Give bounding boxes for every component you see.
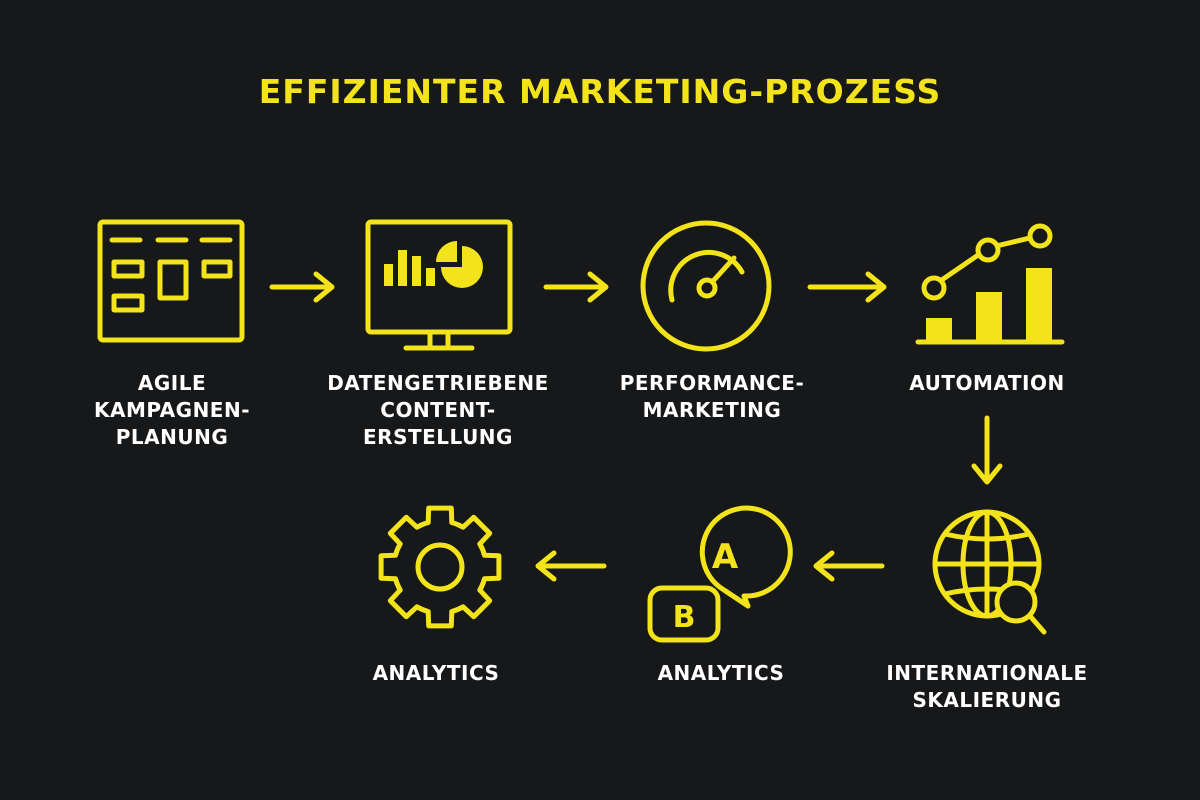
arrow-right-icon [543, 271, 609, 303]
speedometer-icon [640, 220, 772, 352]
arrow-left-icon [813, 550, 885, 582]
diagram-title: EFFIZIENTER MARKETING-PROZESS [258, 72, 942, 111]
arrow-right-icon [807, 271, 887, 303]
step-label-analytics-ab: ANALYTICS [657, 661, 785, 685]
arrow-down-icon [971, 415, 1003, 485]
arrow-right-icon [269, 271, 335, 303]
step-label-performance-marketing: PERFORMANCE- MARKETING [619, 371, 805, 422]
step-label-content-creation: DATENGETRIEBENE CONTENT- ERSTELLUNG [327, 371, 549, 449]
bubble-a-letter: A [712, 537, 739, 577]
globe-search-icon [932, 509, 1047, 635]
gear-icon [378, 505, 502, 629]
arrow-left-icon [535, 550, 607, 582]
step-label-automation: AUTOMATION [909, 371, 1065, 395]
step-label-international-scaling: INTERNATIONALE SKALIERUNG [886, 661, 1088, 712]
step-label-analytics-gear: ANALYTICS [372, 661, 500, 685]
monitor-chart-icon [365, 219, 513, 351]
ab-test-bubbles-icon: A B [647, 505, 793, 643]
kanban-board-icon [97, 219, 245, 343]
growth-chart-icon [915, 223, 1065, 345]
step-label-agile-planning: AGILE KAMPAGNEN- PLANUNG [93, 371, 251, 449]
bubble-b-letter: B [673, 600, 696, 635]
